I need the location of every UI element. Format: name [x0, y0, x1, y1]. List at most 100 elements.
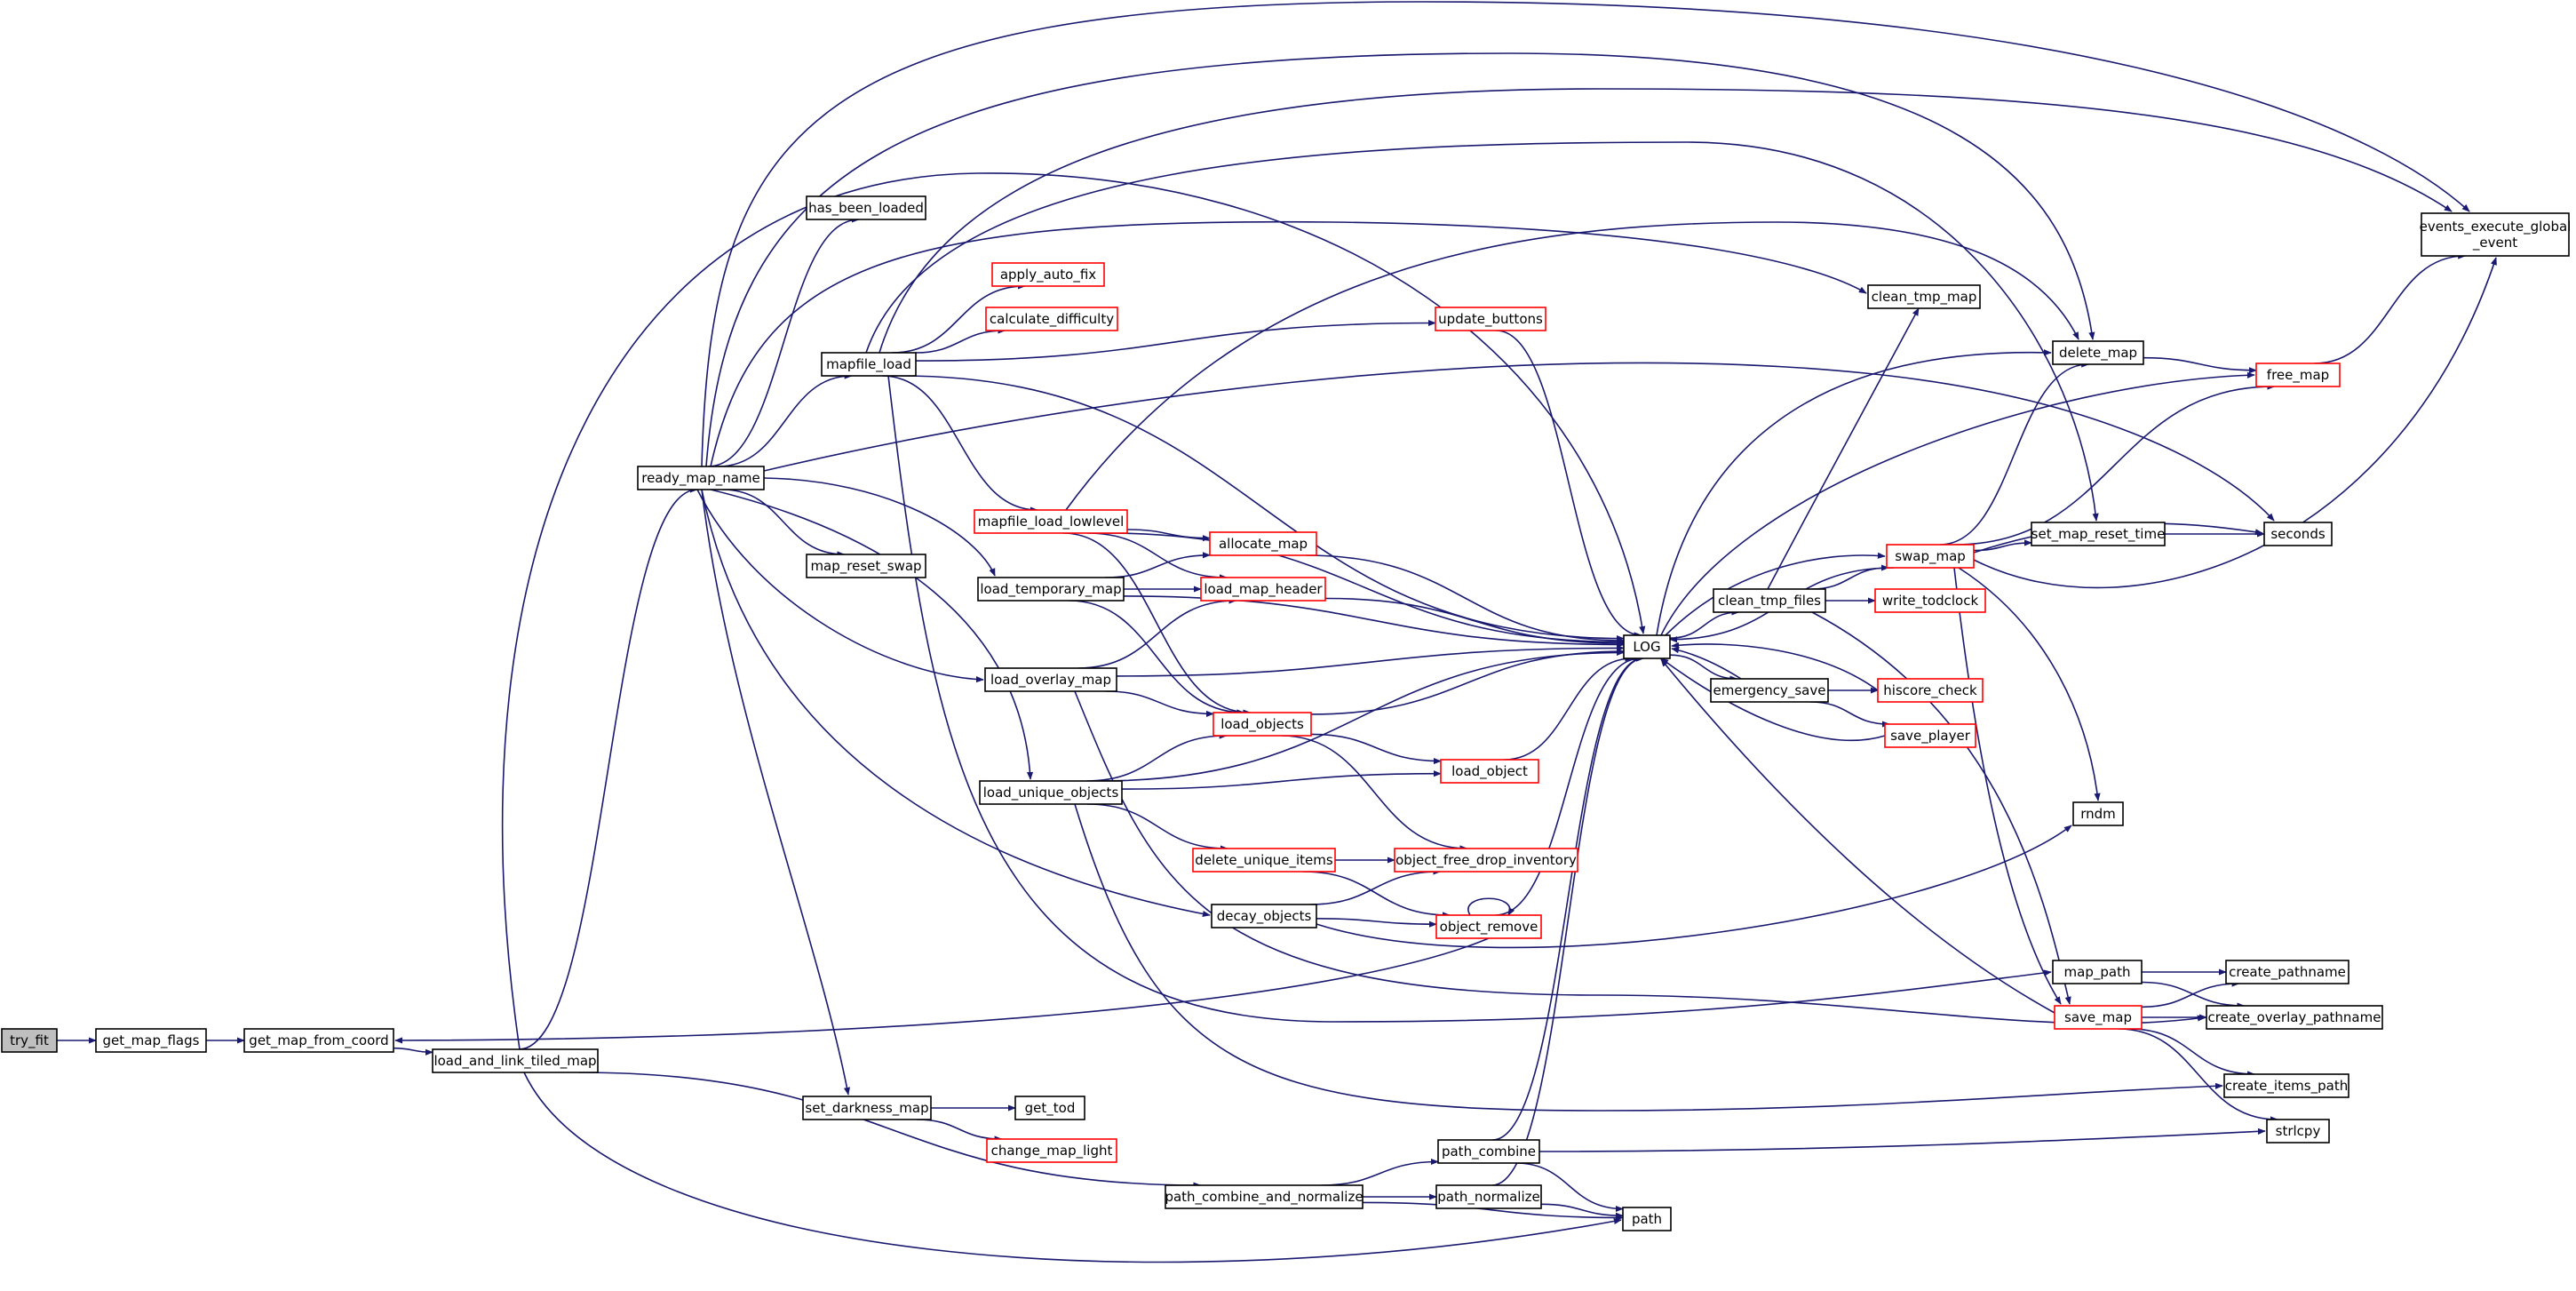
node-emergency-save[interactable]: emergency_save [1710, 678, 1829, 703]
node-path-combine-and-normalize[interactable]: path_combine_and_normalize [1165, 1184, 1364, 1209]
node-map-reset-swap[interactable]: map_reset_swap [806, 554, 926, 578]
node-label: create_overlay_pathname [2208, 1009, 2381, 1026]
node-label: save_map [2064, 1009, 2132, 1026]
node-create-overlay-pathname[interactable]: create_overlay_pathname [2206, 1005, 2383, 1030]
node-ready-map-name[interactable]: ready_map_name [637, 466, 765, 490]
node-box [1435, 914, 1542, 939]
edge-mapfile_load-to-LOG [900, 375, 1625, 642]
node-delete-map[interactable]: delete_map [2052, 340, 2144, 365]
node-load-overlay-map[interactable]: load_overlay_map [984, 667, 1117, 692]
node-set-darkness-map[interactable]: set_darkness_map [802, 1096, 932, 1120]
node-rndm[interactable]: rndm [2072, 801, 2124, 826]
node-allocate-map[interactable]: allocate_map [1209, 531, 1317, 556]
edge-load_unique_objects-to-load_object [1121, 770, 1442, 790]
edge-save_map-to-LOG [1660, 658, 2055, 1014]
node-save-player[interactable]: save_player [1884, 723, 1976, 748]
edge-load_objects-to-object_free_drop_inventory [1281, 735, 1468, 852]
node-mapfile-load[interactable]: mapfile_load [821, 352, 917, 377]
node-save-map[interactable]: save_map [2054, 1005, 2143, 1030]
node-swap-map[interactable]: swap_map [1886, 544, 1975, 569]
node-label: load_temporary_map [980, 581, 1121, 598]
node-change-map-light[interactable]: change_map_light [986, 1138, 1117, 1163]
node-label: allocate_map [1219, 536, 1308, 553]
edge-mapfile_load_lowlevel-to-LOG [1105, 532, 1625, 646]
node-box [1192, 848, 1336, 873]
node-set-map-reset-time[interactable]: set_map_reset_time [2031, 522, 2166, 546]
node-box [1209, 531, 1317, 556]
node-box [1623, 634, 1671, 659]
node-create-items-path[interactable]: create_items_path [2223, 1073, 2349, 1098]
node-load-temporary-map[interactable]: load_temporary_map [977, 577, 1125, 602]
node-box [2206, 1005, 2383, 1030]
node-label: load_map_header [1204, 581, 1323, 598]
edge-swap_map-to-free_map [1953, 383, 2276, 546]
node-box [979, 780, 1123, 805]
edge-delete_map-to-free_map [2143, 356, 2257, 374]
node-path[interactable]: path [1622, 1207, 1672, 1231]
edge-mapfile_load-to-update_buttons [915, 319, 1436, 362]
node-get-tod[interactable]: get_tod [1014, 1096, 1085, 1120]
node-label: clean_tmp_map [1872, 289, 1977, 306]
edge-delete_unique_items-to-object_remove [1302, 871, 1451, 919]
edge-ready_map_name-to-delete_map [705, 52, 2095, 467]
node-box [2266, 1119, 2330, 1144]
node-has-been-loaded[interactable]: has_been_loaded [806, 195, 926, 220]
node-events-execute-global-event[interactable]: events_execute_global_event [2420, 212, 2572, 257]
node-create-pathname[interactable]: create_pathname [2225, 960, 2349, 984]
node-load-map-header[interactable]: load_map_header [1200, 577, 1326, 602]
node-mapfile-load-lowlevel[interactable]: mapfile_load_lowlevel [974, 509, 1128, 534]
edge-mapfile_load-to-apply_auto_fix [891, 283, 1026, 354]
node-label: try_fit [10, 1032, 49, 1049]
node-label: path [1632, 1211, 1662, 1227]
node-map-path[interactable]: map_path [2052, 960, 2143, 984]
node-calculate-difficulty[interactable]: calculate_difficulty [985, 307, 1118, 331]
node-label: update_buttons [1438, 311, 1543, 328]
node-LOG[interactable]: LOG [1623, 634, 1671, 659]
node-box [1713, 588, 1826, 613]
node-free-map[interactable]: free_map [2255, 363, 2341, 387]
node-object-remove[interactable]: object_remove [1435, 914, 1542, 939]
node-get-map-flags[interactable]: get_map_flags [95, 1028, 207, 1053]
node-box [2052, 340, 2144, 365]
node-seconds[interactable]: seconds [2263, 522, 2333, 546]
edge-decay_objects-to-object_remove [1316, 918, 1437, 928]
node-try-fit[interactable]: try_fit [1, 1028, 58, 1053]
node-label: load_overlay_map [990, 672, 1111, 689]
node-box [806, 554, 926, 578]
node-hiscore-check[interactable]: hiscore_check [1877, 678, 1984, 703]
node-label: free_map [2267, 367, 2329, 384]
node-clean-tmp-map[interactable]: clean_tmp_map [1867, 284, 1981, 309]
edge-save_map-to-create_items_path [2129, 1028, 2256, 1078]
edge-load_unique_objects-to-create_items_path [1074, 803, 2223, 1112]
node-path-combine[interactable]: path_combine [1437, 1139, 1540, 1164]
edge-save_map-to-strlcpy [2118, 1028, 2278, 1123]
node-write-todclock[interactable]: write_todclock [1874, 588, 1986, 613]
node-load-unique-objects[interactable]: load_unique_objects [979, 780, 1123, 805]
node-get-map-from-coord[interactable]: get_map_from_coord [243, 1028, 394, 1053]
node-decay-objects[interactable]: decay_objects [1211, 904, 1317, 928]
node-box [974, 509, 1128, 534]
node-strlcpy[interactable]: strlcpy [2266, 1119, 2330, 1144]
node-path-normalize[interactable]: path_normalize [1435, 1184, 1542, 1209]
node-box [2255, 363, 2341, 387]
node-box [432, 1048, 599, 1073]
node-object-free-drop-inventory[interactable]: object_free_drop_inventory [1394, 848, 1578, 873]
node-box [243, 1028, 394, 1053]
node-load-and-link-tiled-map[interactable]: load_and_link_tiled_map [432, 1048, 599, 1073]
node-load-objects[interactable]: load_objects [1212, 712, 1312, 737]
node-label: get_map_flags [103, 1032, 200, 1049]
edge-path_normalize-to-path [1540, 1203, 1624, 1219]
edge-mapfile_load_lowlevel-to-delete_map [1065, 221, 2079, 511]
node-update-buttons[interactable]: update_buttons [1435, 307, 1546, 331]
edge-mapfile_load_lowlevel-to-allocate_map [1126, 529, 1211, 542]
node-label: calculate_difficulty [990, 311, 1114, 328]
node-apply-auto-fix[interactable]: apply_auto_fix [991, 262, 1105, 287]
edge-load_objects-to-load_object [1310, 733, 1442, 765]
node-box [984, 667, 1117, 692]
edge-mapfile_load-to-mapfile_load_lowlevel [882, 375, 1038, 514]
node-delete-unique-items[interactable]: delete_unique_items [1192, 848, 1336, 873]
node-load-object[interactable]: load_object [1440, 759, 1539, 784]
node-box [1886, 544, 1975, 569]
node-clean-tmp-files[interactable]: clean_tmp_files [1713, 588, 1826, 613]
node-box [1440, 759, 1539, 784]
